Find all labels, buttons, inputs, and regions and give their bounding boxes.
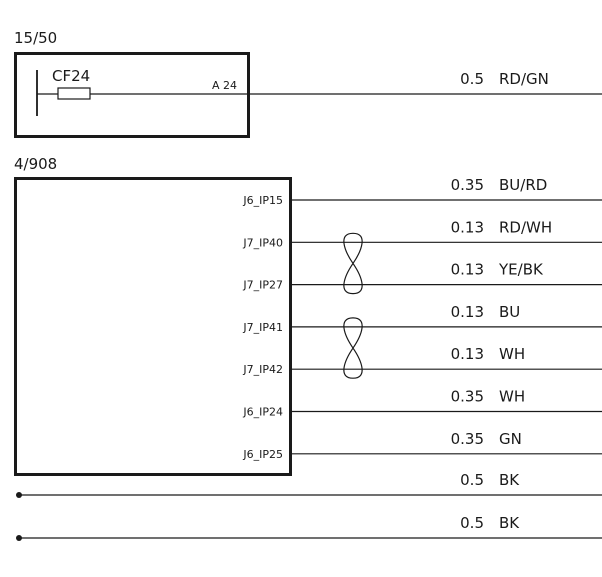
fuse-wire-gauge: 0.5 bbox=[460, 70, 484, 88]
wire-gauge: 0.13 bbox=[451, 345, 484, 363]
twisted-pairs bbox=[343, 232, 363, 379]
wire-color: BU bbox=[499, 303, 520, 321]
wire-gauge: 0.5 bbox=[460, 514, 484, 532]
fuse-icon bbox=[57, 87, 91, 100]
twisted-pair-icon bbox=[343, 232, 363, 295]
pin-label: J7_IP27 bbox=[242, 279, 283, 292]
fuse-box bbox=[14, 52, 250, 138]
fuse-pin-label: A 24 bbox=[212, 79, 237, 92]
pin-label: J7_IP42 bbox=[242, 363, 283, 376]
pin-label: J6_IP15 bbox=[242, 194, 283, 207]
wire-color: BU/RD bbox=[499, 176, 547, 194]
wire-color: YE/BK bbox=[498, 261, 544, 279]
wire-gauge: 0.35 bbox=[451, 430, 484, 448]
pin-row: J6_IP24 0.35 WH bbox=[242, 388, 602, 419]
connector-label-4-908: 4/908 bbox=[14, 155, 57, 173]
wire-color: BK bbox=[499, 471, 520, 489]
pin-row: J7_IP41 0.13 BU bbox=[242, 303, 602, 334]
wire-gauge: 0.13 bbox=[451, 303, 484, 321]
ground-wire: 0.5 BK bbox=[16, 514, 602, 541]
pin-row: J7_IP42 0.13 WH bbox=[242, 345, 602, 376]
connector-label-15-50: 15/50 bbox=[14, 29, 57, 47]
pin-label: J7_IP41 bbox=[242, 321, 283, 334]
pin-row: J6_IP25 0.35 GN bbox=[242, 430, 602, 461]
pin-label: J6_IP25 bbox=[242, 448, 283, 461]
fuse-label: CF24 bbox=[52, 67, 90, 85]
pin-label: J6_IP24 bbox=[242, 406, 283, 419]
wire-color: RD/WH bbox=[499, 218, 552, 236]
wire-gauge: 0.13 bbox=[451, 261, 484, 279]
fuse-wire-color: RD/GN bbox=[499, 70, 549, 88]
twisted-pair-icon bbox=[343, 317, 363, 379]
ground-wire: 0.5 BK bbox=[16, 471, 602, 498]
wire-color: WH bbox=[499, 388, 525, 406]
pin-row: J7_IP40 0.13 RD/WH bbox=[242, 218, 602, 249]
pin-label: J7_IP40 bbox=[242, 236, 283, 249]
wire-gauge: 0.35 bbox=[451, 176, 484, 194]
wire-color: WH bbox=[499, 345, 525, 363]
pin-row: J7_IP27 0.13 YE/BK bbox=[242, 261, 602, 292]
pin-rows: J6_IP15 0.35 BU/RD J7_IP40 0.13 RD/WH J7_IP27 0… bbox=[242, 176, 602, 461]
wire-color: GN bbox=[499, 430, 522, 448]
pin-row: J6_IP15 0.35 BU/RD bbox=[242, 176, 602, 207]
wire-color: BK bbox=[499, 514, 520, 532]
wire-gauge: 0.13 bbox=[451, 218, 484, 236]
wire-gauge: 0.35 bbox=[451, 388, 484, 406]
wire-gauge: 0.5 bbox=[460, 471, 484, 489]
